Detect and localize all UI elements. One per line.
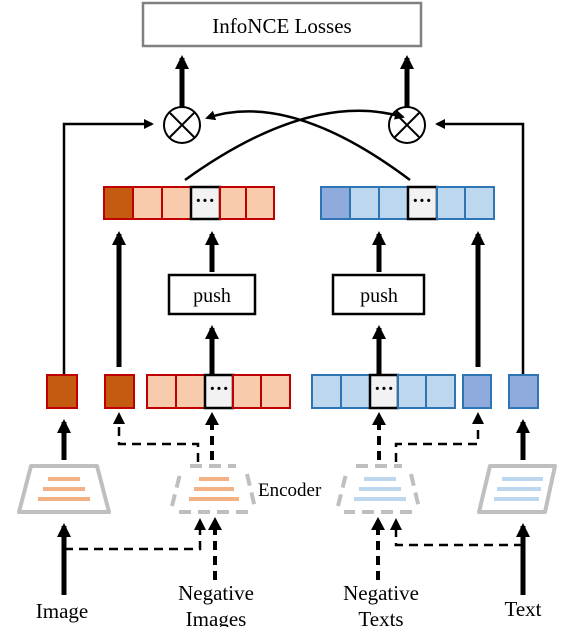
- text-feature-to-multiply-line: [435, 119, 525, 375]
- push-box-left: push: [167, 273, 257, 316]
- dashed-neg-image-to-features: [205, 412, 219, 460]
- image-feature-copy: [104, 374, 135, 409]
- push-label: push: [193, 285, 231, 307]
- multiply-op-left: [163, 106, 201, 144]
- cross-curve-text-queue-to-left: [205, 110, 411, 182]
- multiply-op-right: [388, 106, 426, 144]
- encoder-label: Encoder: [258, 480, 322, 501]
- negative-text-encoder: [336, 464, 421, 514]
- cross-curve-image-queue-to-right: [184, 109, 405, 182]
- text-feature: [508, 374, 539, 409]
- queue-ellipsis: ···: [195, 190, 215, 212]
- loss-label: InfoNCE Losses: [212, 14, 351, 38]
- queue-ellipsis: ···: [374, 378, 394, 400]
- dashed-image-copy-path: [113, 412, 200, 462]
- negative-image-features: ···: [146, 373, 291, 410]
- image-encoder: [17, 464, 111, 514]
- input-label-image: Image: [36, 599, 88, 623]
- image-queue-top: ···: [103, 185, 275, 221]
- push-label: push: [360, 285, 398, 307]
- text-encoder: [477, 464, 557, 514]
- queue-ellipsis: ···: [412, 190, 432, 212]
- image-feature: [46, 374, 78, 409]
- dashed-neg-text-to-features: [372, 412, 386, 460]
- infonce-loss-box: InfoNCE Losses: [141, 1, 423, 48]
- dashed-image-to-neg-encoder: [64, 518, 206, 551]
- dashed-text-copy-path: [394, 412, 484, 462]
- negative-text-features: ···: [311, 373, 456, 410]
- input-label-text: Text: [504, 597, 541, 621]
- dashed-text-to-neg-encoder: [390, 518, 523, 547]
- text-queue-top: ···: [320, 185, 495, 221]
- image-feature-to-multiply-line: [62, 119, 154, 375]
- text-feature-copy: [462, 374, 492, 409]
- push-box-right: push: [331, 273, 426, 316]
- queue-ellipsis: ···: [209, 378, 229, 400]
- negative-image-encoder: [170, 464, 257, 514]
